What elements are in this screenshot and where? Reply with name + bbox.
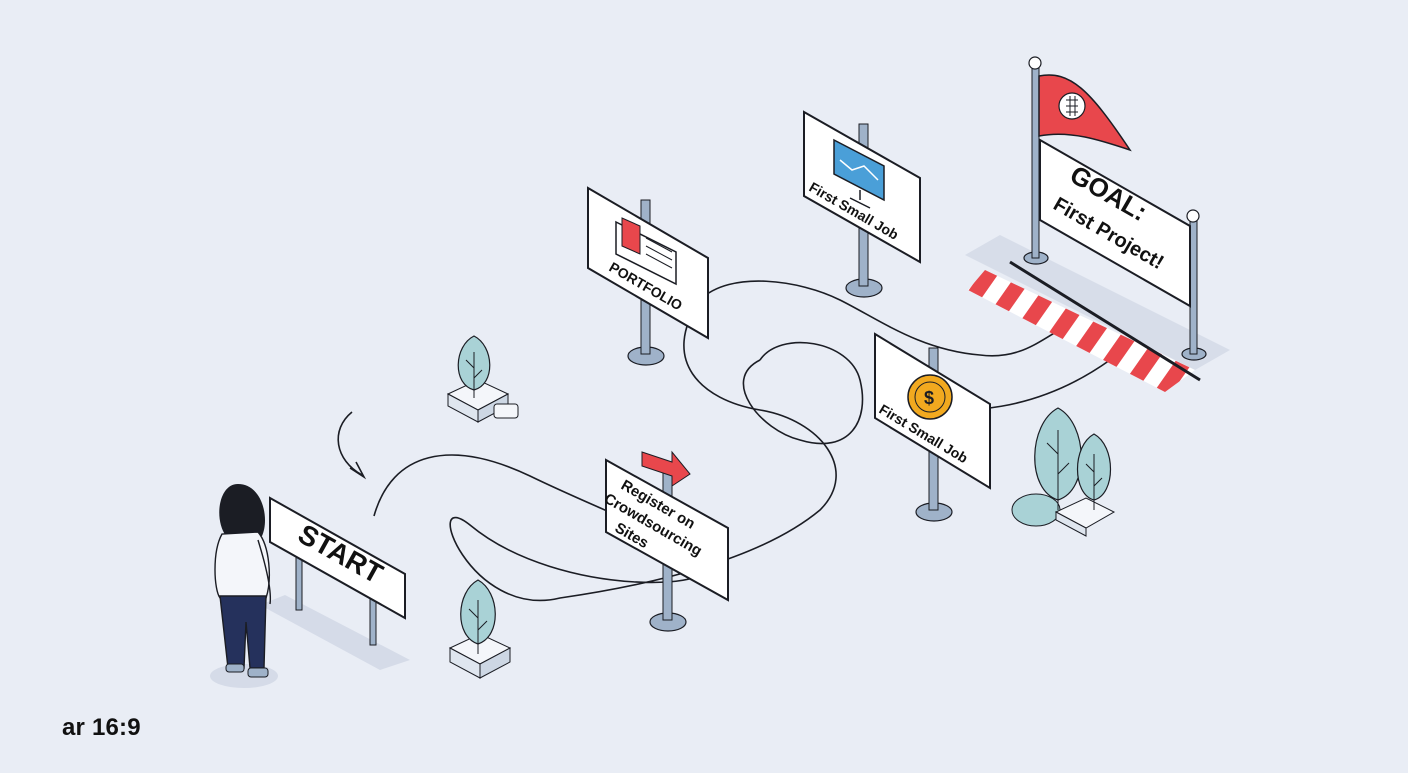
aspect-ratio-caption: ar 16:9 — [62, 714, 141, 741]
goal-flag-icon — [1038, 74, 1132, 152]
tree-icon — [446, 335, 519, 423]
tree-icon — [448, 579, 512, 679]
first-job-top-sign: First Small Job — [803, 110, 921, 298]
start-sign: START — [260, 496, 410, 670]
svg-text:$: $ — [924, 388, 934, 408]
register-sign: Register on Crowdsourcing Sites — [601, 450, 729, 632]
monitor-chart-icon — [833, 138, 885, 209]
portfolio-book-icon — [615, 217, 677, 286]
dollar-coin-icon: $ — [907, 374, 953, 420]
curved-arrow-icon — [337, 411, 367, 480]
red-arrow-icon — [641, 450, 691, 487]
person-figure — [210, 484, 278, 688]
finish-line — [965, 235, 1230, 392]
first-job-mid-sign: $ First Small Job — [874, 332, 991, 522]
tree-icon — [1011, 407, 1116, 537]
portfolio-sign: PORTFOLIO — [587, 186, 709, 366]
